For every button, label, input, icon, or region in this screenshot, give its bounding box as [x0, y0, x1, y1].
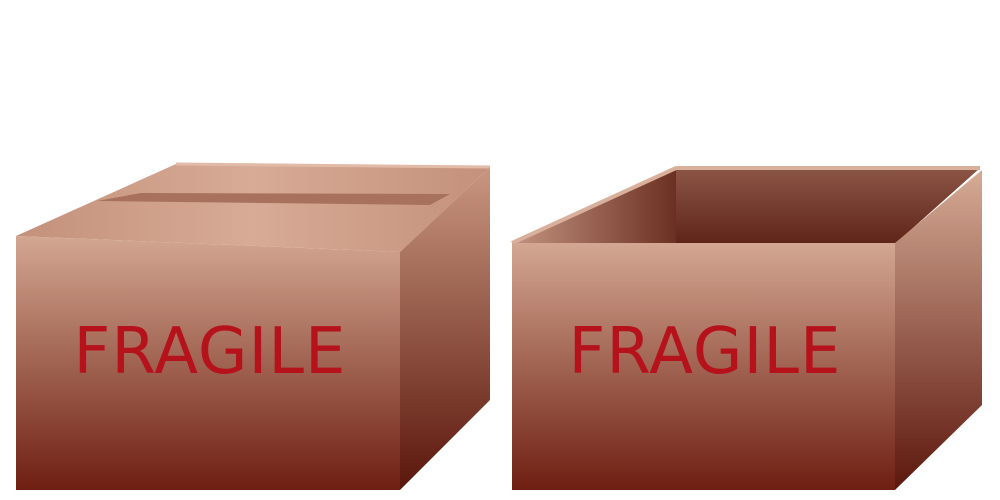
open-box-rim — [511, 166, 980, 245]
closed-box-top-edge — [175, 162, 491, 169]
open-box-side — [895, 170, 982, 490]
closed-box-fragile-label: FRAGILE — [74, 315, 347, 389]
closed-box-side — [400, 167, 490, 490]
closed-box-tape — [97, 193, 450, 205]
open-box-fragile-label: FRAGILE — [569, 315, 842, 389]
closed-box: FRAGILE — [16, 162, 491, 490]
open-box: FRAGILE — [511, 166, 982, 490]
open-box-inside-back — [676, 168, 980, 244]
closed-box-front — [16, 236, 400, 490]
open-box-front — [512, 243, 895, 490]
closed-box-lid — [16, 164, 490, 252]
